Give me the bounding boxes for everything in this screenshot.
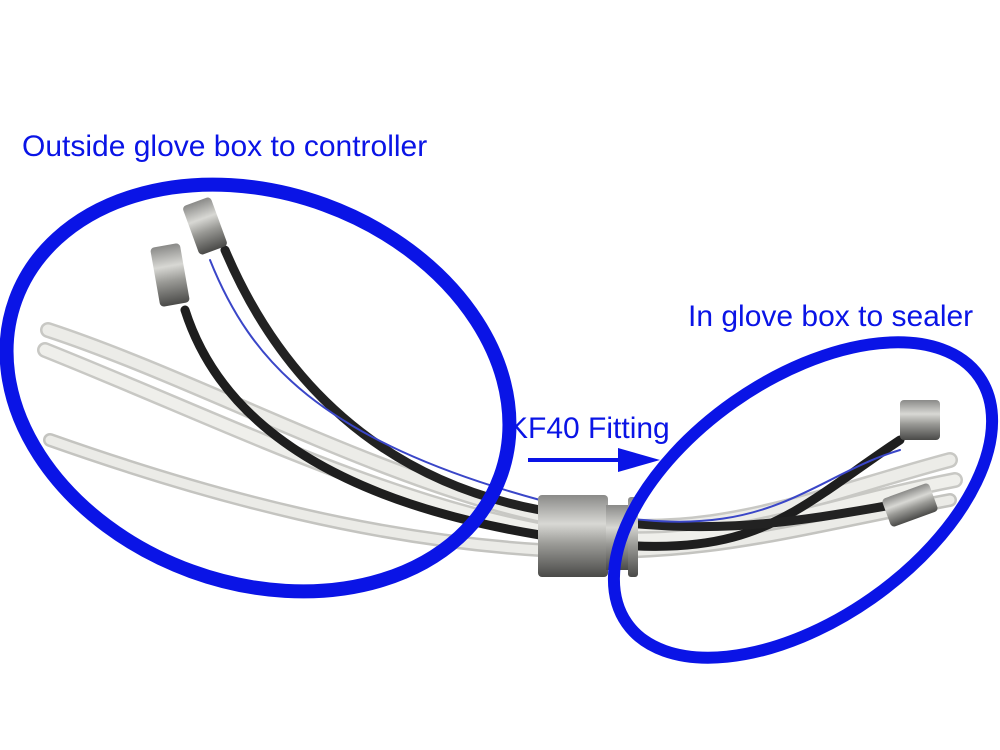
outside-region-ellipse <box>0 177 517 599</box>
inside-region-ellipse <box>607 336 999 664</box>
kf40-fitting-label: KF40 Fitting <box>508 412 670 445</box>
outside-glove-box-label: Outside glove box to controller <box>22 130 428 163</box>
circular-connectors <box>150 197 940 527</box>
inside-glove-box-label: In glove box to sealer <box>688 300 974 333</box>
fitting-arrow-head <box>618 448 660 472</box>
annotation-marks <box>0 177 999 664</box>
